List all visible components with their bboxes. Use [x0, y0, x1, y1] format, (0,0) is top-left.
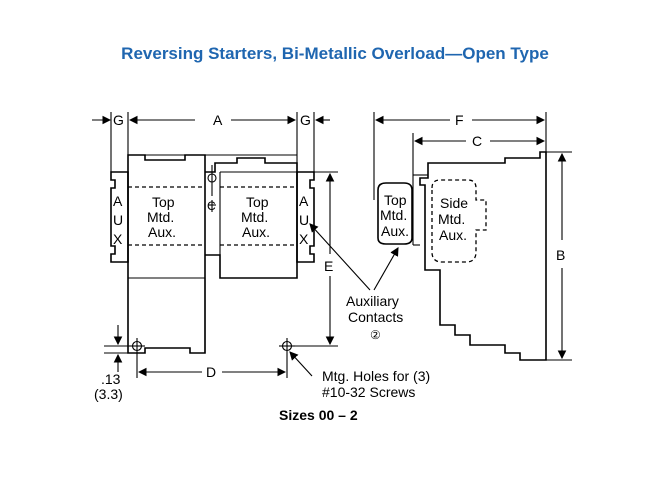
clearance-mm: (3.3) [94, 386, 123, 402]
diagram-title: Reversing Starters, Bi-Metallic Overload… [121, 44, 549, 63]
side-aux-line1: Side [440, 195, 468, 211]
aux-left-u: U [113, 212, 123, 228]
dim-a-label: A [213, 112, 223, 128]
top-aux-mid-line2: Mtd. [241, 209, 268, 225]
dim-d-label: D [206, 364, 216, 380]
dim-g-right-label: G [300, 112, 311, 128]
note-reference: ② [370, 328, 381, 342]
dim-c-label: C [472, 133, 482, 149]
aux-left-a: A [113, 193, 123, 209]
top-aux-side-line2: Mtd. [380, 207, 407, 223]
top-aux-left-line3: Aux. [148, 224, 176, 240]
dim-e-label: E [324, 258, 333, 274]
top-aux-left-line1: Top [152, 194, 175, 210]
aux-left-x: X [113, 231, 123, 247]
dim-b-label: B [556, 247, 565, 263]
top-aux-mid-line3: Aux. [242, 224, 270, 240]
aux-right-a: A [299, 193, 309, 209]
auxiliary-contacts-line2: Contacts [348, 309, 403, 325]
top-aux-mid-line1: Top [246, 194, 269, 210]
sizes-caption: Sizes 00 – 2 [279, 407, 358, 423]
side-aux-line3: Aux. [439, 227, 467, 243]
aux-right-x: X [299, 231, 309, 247]
clearance-inch: .13 [101, 371, 121, 387]
top-aux-left-line2: Mtd. [147, 209, 174, 225]
dim-f-label: F [455, 112, 464, 128]
front-view: G A G A U X A U X C [92, 112, 430, 402]
top-aux-side-line1: Top [384, 192, 407, 208]
side-aux-line2: Mtd. [438, 211, 465, 227]
aux-right-u: U [299, 212, 309, 228]
dim-g-left-label: G [113, 112, 124, 128]
top-aux-side-line3: Aux. [381, 223, 409, 239]
side-view: F C Top Mtd. Aux. Side Mtd. Aux. B [373, 112, 572, 361]
mounting-holes-line1: Mtg. Holes for (3) [322, 368, 430, 384]
mounting-holes-line2: #10-32 Screws [322, 384, 415, 400]
auxiliary-contacts-callout: Auxiliary Contacts ② [309, 223, 403, 342]
auxiliary-contacts-line1: Auxiliary [346, 293, 399, 309]
